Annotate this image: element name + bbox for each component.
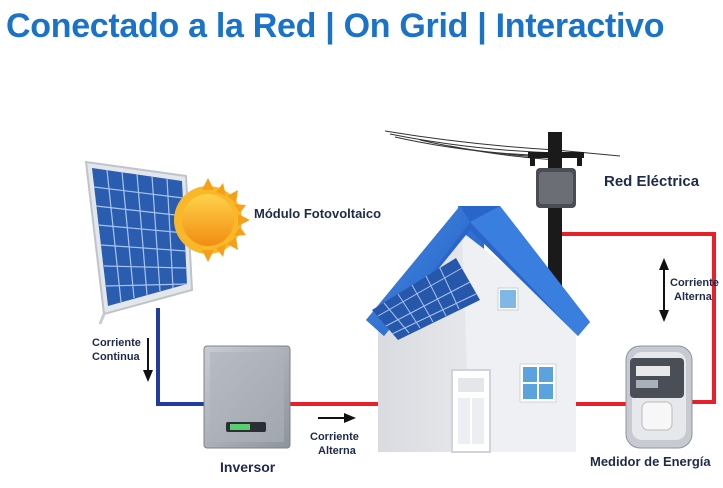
- grid-label: Red Eléctrica: [604, 173, 700, 190]
- dc-current-arrow: [143, 338, 153, 382]
- ac-grid-label-line1: Corriente: [670, 277, 719, 289]
- solar-panel: [84, 160, 194, 325]
- meter-label: Medidor de Energía: [590, 454, 711, 469]
- dc-current-label-line2: Continua: [92, 351, 141, 363]
- ac-current-label-line1: Corriente: [310, 431, 359, 443]
- utility-pole: [384, 130, 621, 300]
- ac-grid-label-line2: Alterna: [674, 291, 713, 303]
- inverter: [203, 345, 291, 449]
- ac-current-label-line2: Alterna: [318, 445, 357, 457]
- pv-module-label: Módulo Fotovoltaico: [254, 206, 381, 221]
- ac-current-arrow: [318, 413, 356, 423]
- dc-wire: [156, 308, 204, 406]
- diagram-title: Conectado a la Red | On Grid | Interacti…: [6, 7, 665, 45]
- dc-current-label-line1: Corriente: [92, 337, 141, 349]
- sun-icon: [174, 178, 250, 262]
- house: [366, 206, 590, 453]
- energy-meter: [625, 345, 693, 449]
- ac-grid-bidirectional-arrow: [659, 258, 669, 322]
- inverter-label: Inversor: [220, 459, 276, 475]
